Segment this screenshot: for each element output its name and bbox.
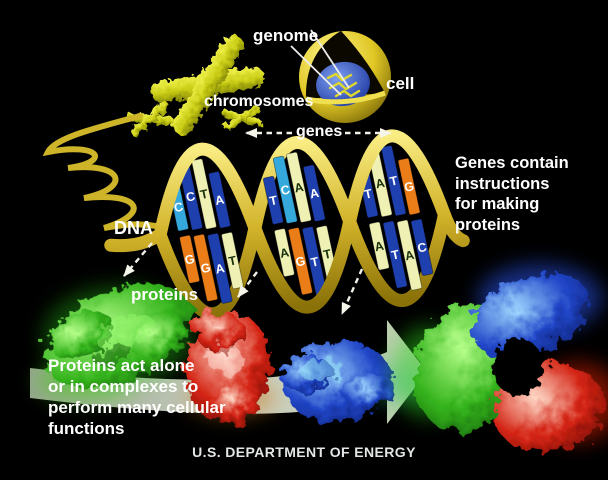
dna-base-bar bbox=[207, 232, 233, 304]
dna-base-bar bbox=[303, 164, 326, 222]
dna-to-blue-protein-arrow bbox=[340, 268, 364, 315]
chromosome-large bbox=[151, 35, 265, 135]
dna-base-bar bbox=[179, 234, 200, 284]
dna-base-letter: T bbox=[268, 193, 279, 208]
dna-base-letter: C bbox=[173, 200, 185, 216]
dna-base-letter: G bbox=[294, 254, 306, 270]
proteins-note: Proteins act alone or in complexes to pe… bbox=[48, 356, 226, 438]
dna-base-letter: T bbox=[310, 255, 321, 270]
dna-base-letter: T bbox=[389, 173, 400, 188]
dna-base-bar bbox=[272, 155, 298, 224]
chromosomes-label: chromosomes bbox=[204, 93, 314, 110]
proteins-label: proteins bbox=[131, 285, 199, 304]
dna-base-letter: A bbox=[214, 192, 226, 208]
dna-base-letter: T bbox=[227, 253, 238, 268]
dna-base-letter: A bbox=[279, 245, 291, 261]
protein-red bbox=[185, 311, 271, 424]
dna-base-letter: G bbox=[200, 260, 212, 276]
dna-base-letter: C bbox=[416, 240, 428, 256]
dna-base-bar bbox=[382, 220, 408, 289]
dna-base-letter: G bbox=[184, 252, 196, 268]
dna-base-letter: C bbox=[185, 189, 197, 205]
dna-strand-front bbox=[104, 129, 470, 314]
dna-base-bar bbox=[262, 175, 284, 225]
dna-base-letter: A bbox=[309, 186, 321, 202]
protein-green bbox=[43, 283, 193, 389]
cell-graphic bbox=[290, 29, 391, 123]
dna-base-bar bbox=[286, 151, 312, 223]
dna-base-letter: A bbox=[214, 261, 226, 277]
dna-base-bar bbox=[208, 171, 231, 229]
dna-base-bar bbox=[396, 219, 423, 291]
dna-base-letter: A bbox=[374, 176, 386, 192]
dna-base-bar bbox=[191, 158, 217, 230]
protein-complex bbox=[392, 264, 608, 453]
dna-base-bar bbox=[410, 218, 434, 276]
dna-base-bar bbox=[368, 221, 390, 271]
genome-label: genome bbox=[253, 26, 319, 45]
dna-label: DNA bbox=[114, 218, 153, 238]
genes-note: Genes contain instructions for making pr… bbox=[455, 154, 569, 234]
dna-base-bar bbox=[274, 228, 295, 278]
dna-base-letter: C bbox=[279, 183, 291, 199]
cell-label: cell bbox=[386, 74, 415, 93]
dna-coil bbox=[42, 113, 165, 231]
genome-pointer-lines bbox=[290, 29, 350, 96]
dna-base-bar bbox=[288, 227, 313, 296]
dna-to-proteins-arrow bbox=[123, 242, 153, 277]
dna-base-letter: T bbox=[199, 187, 210, 202]
protein-blue bbox=[280, 341, 396, 423]
dna-base-letter: A bbox=[404, 248, 416, 264]
chromosome-small-2 bbox=[222, 105, 262, 131]
dna-base-letter: G bbox=[403, 179, 415, 195]
dna-base-letter: A bbox=[373, 239, 385, 255]
dna-base-letter: T bbox=[363, 186, 374, 201]
dna-base-letter: T bbox=[390, 247, 401, 262]
dna-base-bar bbox=[193, 233, 218, 302]
dna-to-red-protein-arrow bbox=[237, 271, 258, 298]
genes-label: genes bbox=[296, 123, 343, 140]
footer-text: U.S. DEPARTMENT OF ENERGY bbox=[192, 444, 416, 460]
dna-base-letter: A bbox=[293, 180, 305, 196]
dna-base-letter: T bbox=[322, 247, 333, 262]
dna-base-bar bbox=[380, 145, 407, 217]
dna-base-bar bbox=[397, 157, 421, 216]
